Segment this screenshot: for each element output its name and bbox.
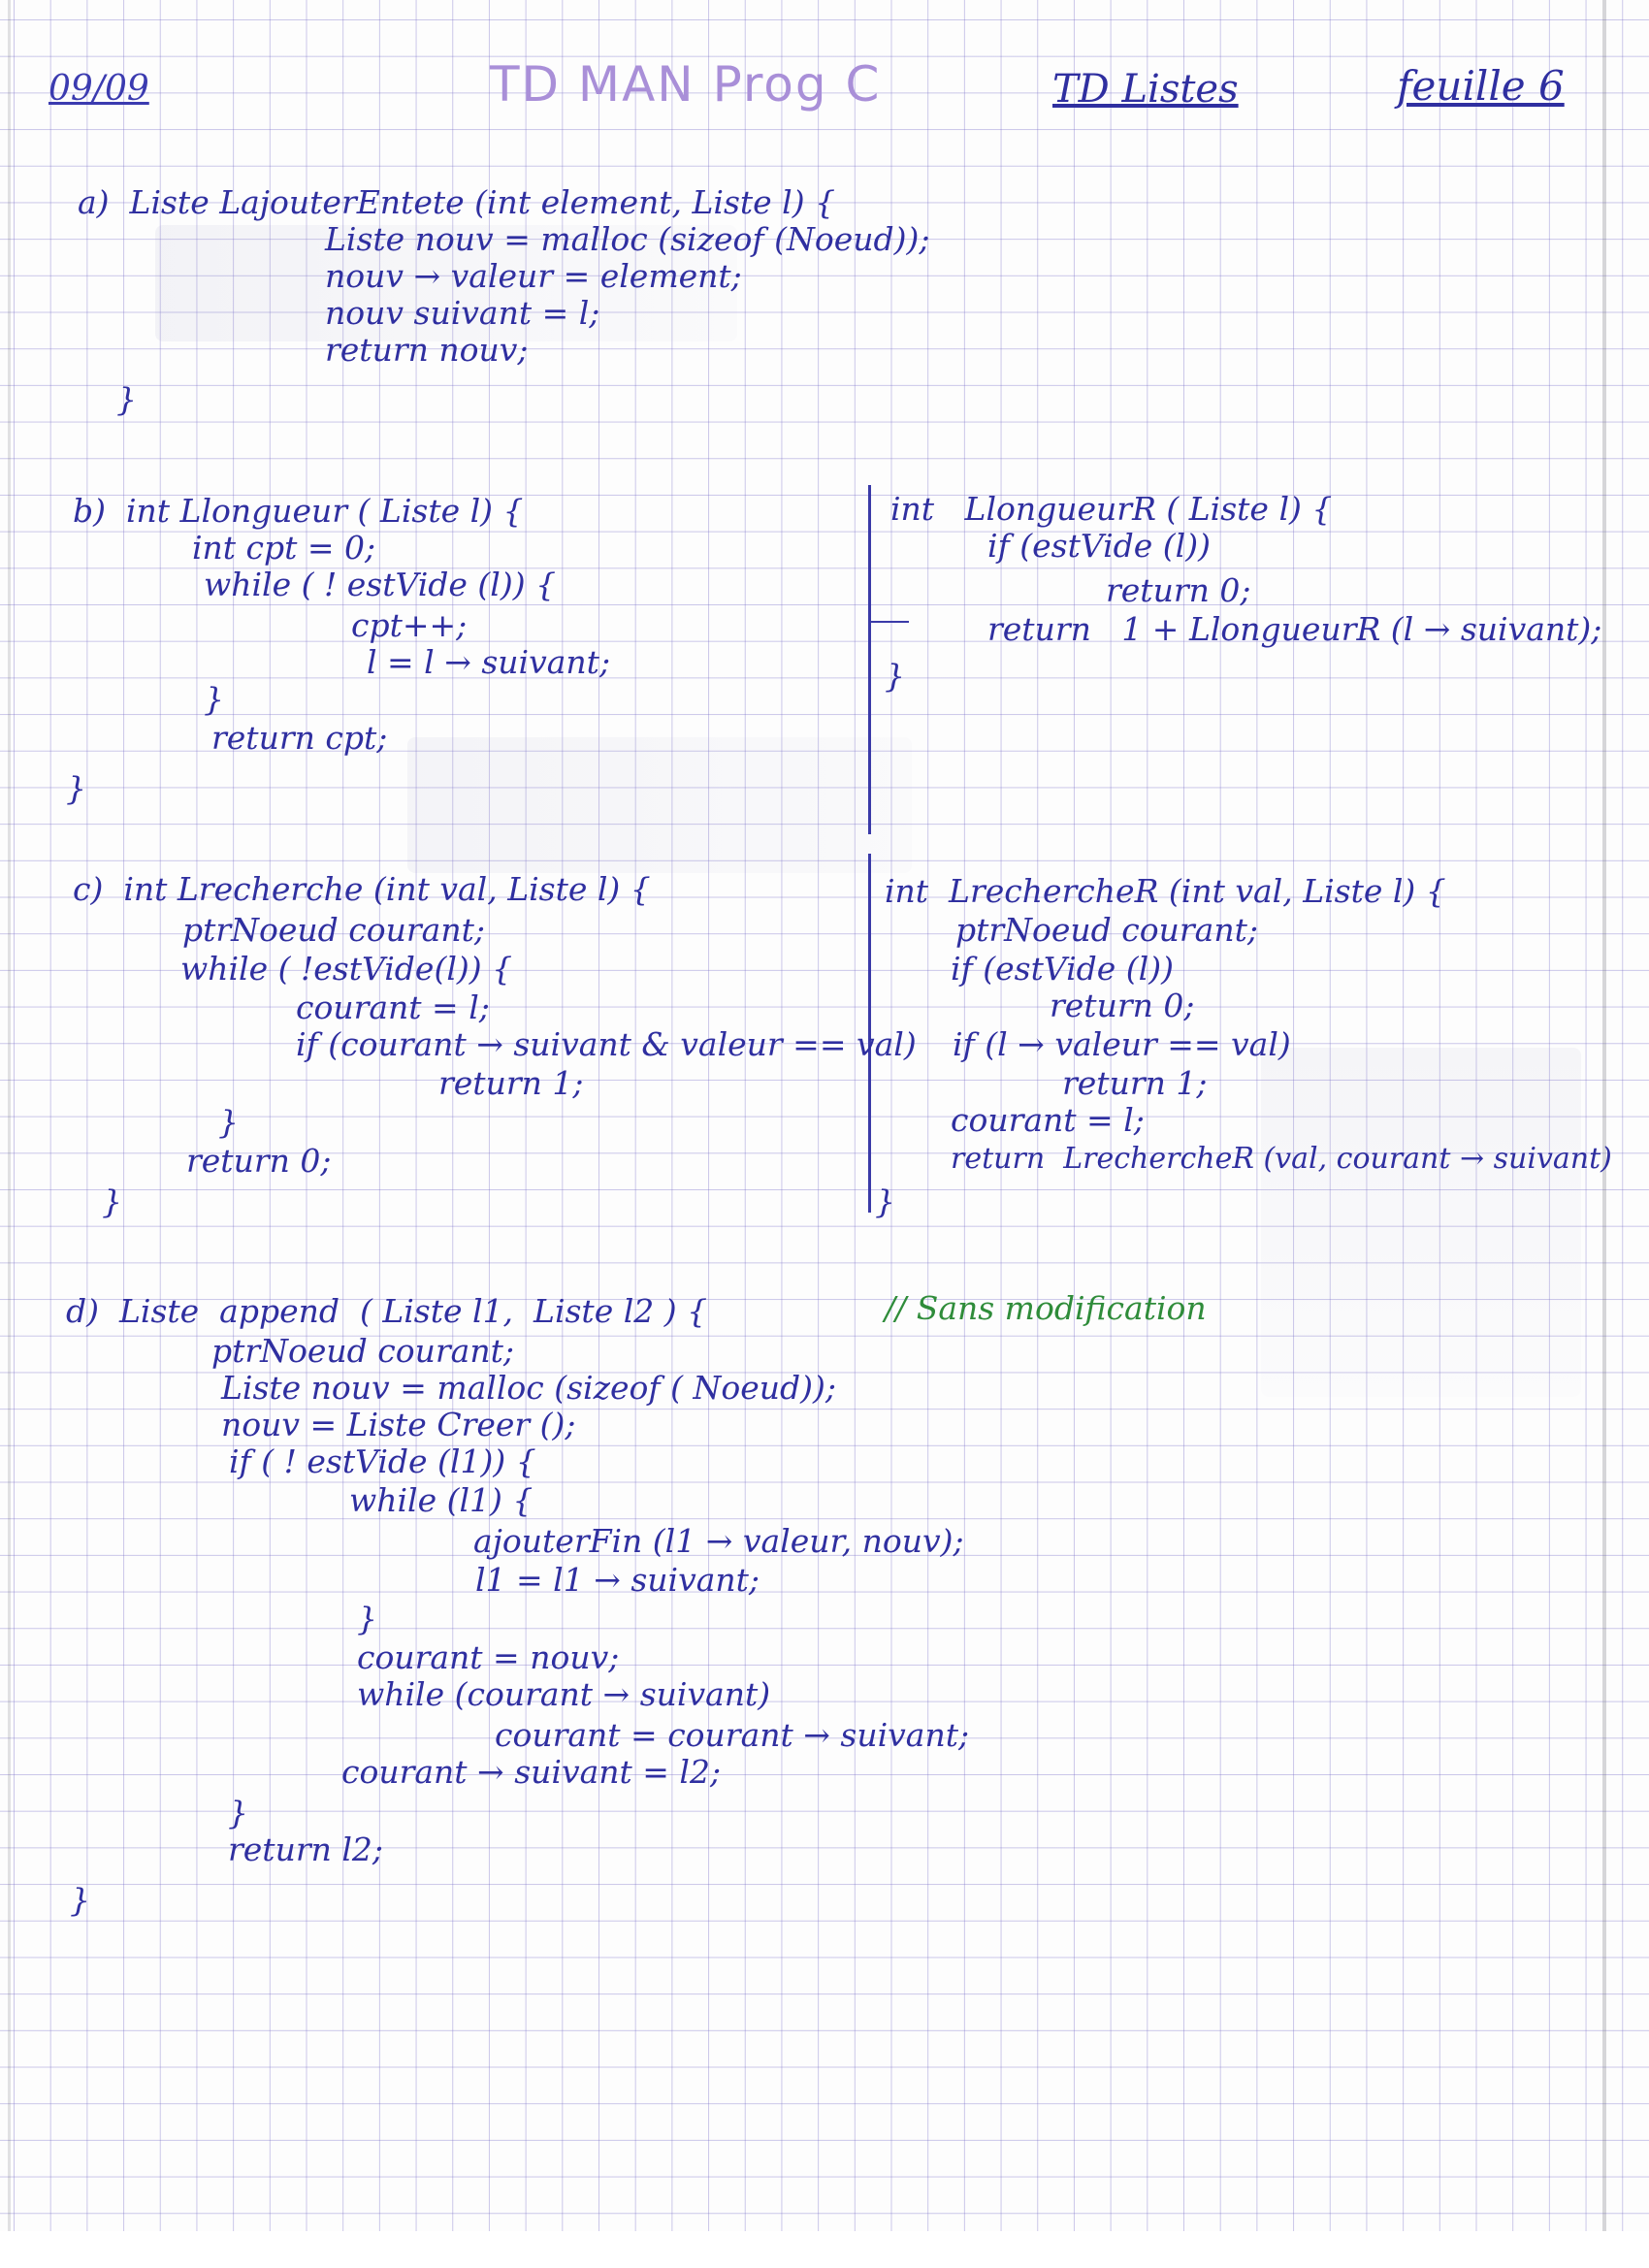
- column-separator-b: [868, 485, 871, 834]
- code-line: }: [228, 1794, 248, 1831]
- code-line: nouv suivant = l;: [325, 294, 600, 332]
- code-line: return 0;: [1050, 987, 1195, 1024]
- code-line: if (courant → suivant & valeur == val): [296, 1025, 917, 1063]
- code-line: return l2;: [228, 1831, 384, 1868]
- code-line: return 0;: [186, 1142, 332, 1180]
- code-line: ptrNoeud courant;: [211, 1332, 514, 1370]
- code-line: l = l → suivant;: [367, 643, 611, 681]
- left-page-edge: [8, 0, 11, 2231]
- code-line: ptrNoeud courant;: [955, 911, 1258, 949]
- header-sheet-number: feuille 6: [1397, 62, 1565, 110]
- code-line: }: [70, 1881, 90, 1919]
- code-line: cpt++;: [351, 606, 468, 644]
- code-line: }: [66, 769, 86, 807]
- code-line: }: [204, 680, 224, 718]
- code-line: Liste nouv = malloc (sizeof ( Noeud));: [221, 1369, 836, 1407]
- code-line: ptrNoeud courant;: [182, 911, 485, 949]
- code-line: return 0;: [1106, 571, 1251, 609]
- header-title: TD MAN Prog C: [490, 56, 882, 113]
- code-line: courant = l;: [296, 988, 490, 1026]
- code-line: }: [102, 1183, 122, 1220]
- code-line: while (courant → suivant): [357, 1675, 771, 1713]
- code-line: return cpt;: [211, 719, 388, 757]
- code-line: }: [875, 1183, 895, 1220]
- code-line: d) Liste append ( Liste l1, Liste l2 ) {: [66, 1292, 708, 1330]
- bleed-through-smudge: [1261, 1048, 1581, 1397]
- code-line: if (estVide (l)): [987, 527, 1211, 565]
- header-topic: TD Listes: [1052, 67, 1239, 112]
- separator-dash: [870, 621, 909, 623]
- code-line: }: [885, 657, 905, 695]
- code-line: return 1 + LlongueurR (l → suivant);: [987, 610, 1602, 648]
- code-line: }: [218, 1103, 239, 1141]
- code-line: b) int Llongueur ( Liste l) {: [73, 492, 524, 530]
- code-line: courant = nouv;: [357, 1638, 620, 1676]
- code-line: l1 = l1 → suivant;: [475, 1561, 760, 1599]
- code-line: a) Liste LajouterEntete (int element, Li…: [78, 183, 836, 221]
- code-line: return nouv;: [325, 331, 529, 369]
- code-line: ajouterFin (l1 → valeur, nouv);: [473, 1522, 964, 1560]
- code-line: if (l → valeur == val): [953, 1025, 1291, 1063]
- code-line: int cpt = 0;: [192, 529, 376, 567]
- code-line: }: [357, 1600, 377, 1637]
- column-separator-c: [868, 854, 871, 1213]
- right-page-edge: [1602, 0, 1606, 2231]
- code-line: return LrechercheR (val, courant → suiva…: [951, 1142, 1612, 1176]
- bleed-through-smudge: [155, 225, 737, 341]
- code-line: }: [116, 380, 137, 418]
- code-line: return 1;: [438, 1064, 584, 1102]
- code-line: courant = l;: [951, 1101, 1145, 1139]
- code-line: if (estVide (l)): [951, 950, 1174, 988]
- code-line: courant → suivant = l2;: [341, 1753, 722, 1791]
- code-line: courant = courant → suivant;: [495, 1716, 970, 1754]
- code-line: nouv = Liste Creer ();: [221, 1406, 576, 1443]
- code-line: Liste nouv = malloc (sizeof (Noeud));: [325, 220, 930, 258]
- header-date: 09/09: [48, 69, 149, 109]
- code-line: int LlongueurR ( Liste l) {: [890, 490, 1333, 528]
- code-comment: // Sans modification: [885, 1289, 1207, 1327]
- code-line: while ( ! estVide (l)) {: [204, 566, 557, 603]
- code-line: int LrechercheR (int val, Liste l) {: [885, 872, 1446, 910]
- code-line: while ( !estVide(l)) {: [180, 950, 513, 988]
- code-line: if ( ! estVide (l1)) {: [229, 1442, 536, 1480]
- code-line: return 1;: [1062, 1064, 1208, 1102]
- code-line: while (l1) {: [349, 1481, 534, 1519]
- code-line: nouv → valeur = element;: [325, 257, 742, 295]
- code-line: c) int Lrecherche (int val, Liste l) {: [73, 870, 651, 908]
- bleed-through-smudge: [407, 737, 912, 873]
